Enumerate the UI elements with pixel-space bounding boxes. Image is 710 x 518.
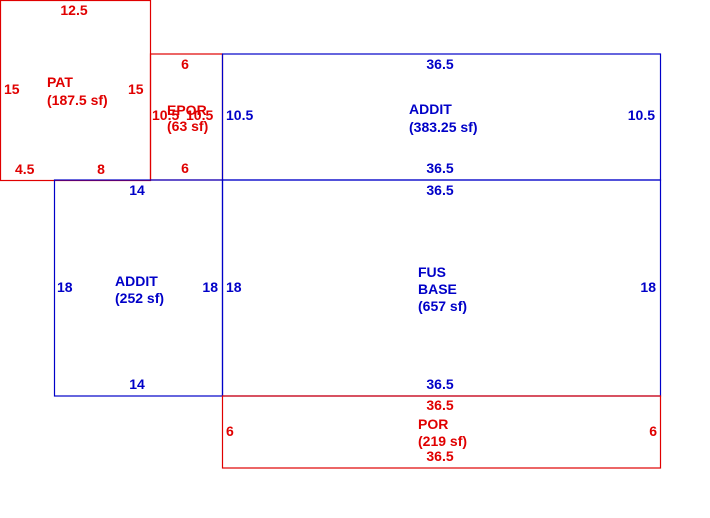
addit-left-area: (252 sf) — [115, 290, 164, 306]
epor-label: EPOR — [167, 102, 207, 118]
pat-dim-left: 15 — [4, 81, 20, 97]
addit-left-label: ADDIT — [115, 273, 158, 289]
addit-top-dim-left: 10.5 — [226, 107, 253, 123]
epor-dim-left: 10.5 — [152, 107, 179, 123]
area-fus-base: 36.5 36.5 18 18 FUS BASE (657 sf) — [226, 182, 656, 392]
por-dim-bottom: 36.5 — [426, 448, 453, 464]
fus-base-dim-left: 18 — [226, 279, 242, 295]
por-dim-left: 6 — [226, 423, 234, 439]
por-area: (219 sf) — [418, 433, 467, 449]
addit-top-label: ADDIT — [409, 101, 452, 117]
pat-dim-right: 15 — [128, 81, 144, 97]
addit-top-dim-bottom: 36.5 — [426, 160, 453, 176]
pat-dim-bottom-mid: 8 — [97, 161, 105, 177]
fus-base-label-line2: BASE — [418, 281, 457, 297]
epor-area: (63 sf) — [167, 118, 208, 134]
pat-label: PAT — [47, 74, 73, 90]
por-label: POR — [418, 416, 448, 432]
area-addit-top: 36.5 36.5 10.5 10.5 ADDIT (383.25 sf) — [226, 56, 655, 176]
addit-left-dim-bottom: 14 — [129, 376, 145, 392]
area-pat: 12.5 15 15 4.5 8 PAT (187.5 sf) — [4, 2, 144, 177]
area-por: 36.5 36.5 6 6 POR (219 sf) — [226, 397, 657, 464]
por-dim-right: 6 — [649, 423, 657, 439]
pat-dim-top: 12.5 — [60, 2, 87, 18]
epor-dim-bottom: 6 — [181, 160, 189, 176]
fus-base-dim-bottom: 36.5 — [426, 376, 453, 392]
pat-area: (187.5 sf) — [47, 92, 108, 108]
epor-dim-right: 10.5 — [186, 107, 213, 123]
area-outlines — [0, 0, 662, 469]
addit-left-dim-left: 18 — [57, 279, 73, 295]
addit-top-dim-top: 36.5 — [426, 56, 453, 72]
fus-base-area: (657 sf) — [418, 298, 467, 314]
area-epor: 6 6 10.5 10.5 EPOR (63 sf) — [152, 56, 213, 176]
pat-dim-bottom-left: 4.5 — [15, 161, 35, 177]
por-outline — [221, 395, 662, 469]
por-dim-top: 36.5 — [426, 397, 453, 413]
fus-base-label-line1: FUS — [418, 264, 446, 280]
fus-base-dim-right: 18 — [640, 279, 656, 295]
addit-left-dim-right: 18 — [202, 279, 218, 295]
fus-base-dim-top: 36.5 — [426, 182, 453, 198]
addit-top-dim-right: 10.5 — [628, 107, 655, 123]
addit-top-area: (383.25 sf) — [409, 119, 477, 135]
epor-dim-top: 6 — [181, 56, 189, 72]
addit-left-dim-top: 14 — [129, 182, 145, 198]
area-addit-left: 14 14 18 18 ADDIT (252 sf) — [57, 182, 218, 392]
